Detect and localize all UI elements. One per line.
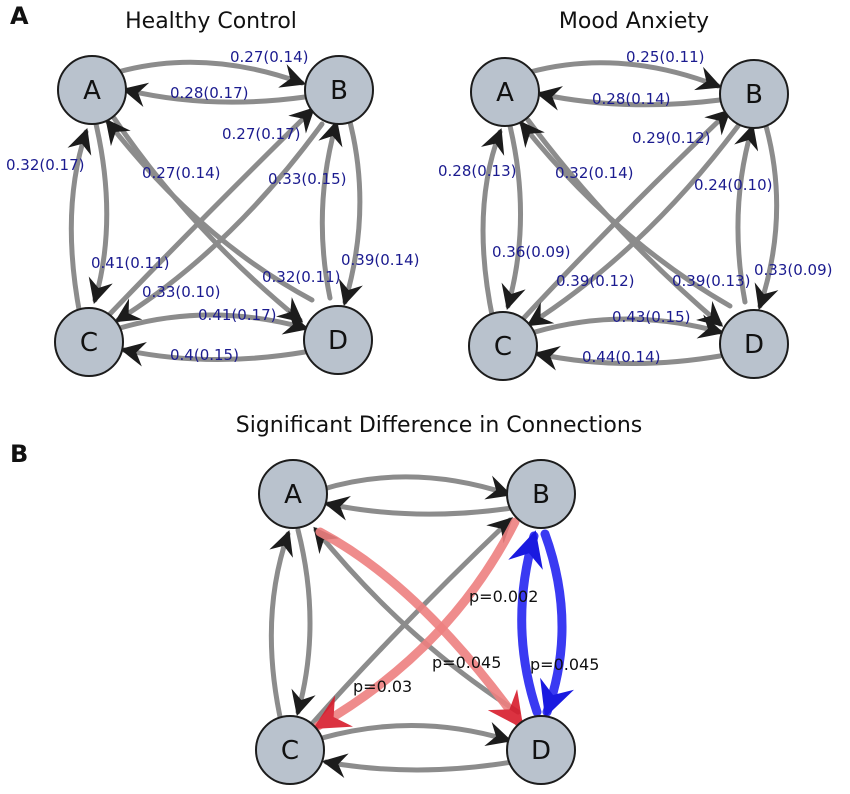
healthy-edge-d-c	[119, 342, 308, 367]
anxiety-label-a-b: 0.25(0.11)	[626, 48, 705, 66]
healthy-label-d-c: 0.4(0.15)	[170, 346, 239, 364]
diff-edge-b-d-significant	[540, 529, 575, 718]
mood-anxiety-graph: Mood Anxiety A B C D 0.25(0.11) 0.28(0.1…	[438, 9, 833, 381]
healthy-edge-c-b	[105, 107, 315, 319]
anxiety-edge-d-c	[533, 345, 723, 371]
healthy-edge-b-a	[121, 82, 308, 107]
healthy-edge-a-b	[115, 59, 306, 88]
diff-pvalue-a-d: p=0.045	[432, 653, 501, 672]
anxiety-node-c-label: C	[494, 332, 512, 362]
diff-node-c	[255, 715, 325, 785]
healthy-node-d-label: D	[328, 326, 348, 356]
anxiety-node-a	[470, 57, 540, 127]
healthy-label-c-a: 0.32(0.17)	[6, 156, 85, 174]
anxiety-node-b	[719, 59, 789, 129]
diff-node-b-label: B	[532, 480, 550, 510]
anxiety-label-d-a: 0.39(0.13)	[672, 272, 751, 290]
diff-edge-d-c	[321, 753, 515, 778]
healthy-label-b-c: 0.33(0.10)	[142, 283, 221, 301]
healthy-edge-d-b	[318, 119, 343, 301]
healthy-edge-b-c	[114, 121, 325, 323]
anxiety-edge-c-b	[519, 109, 732, 323]
difference-graph: Significant Difference in Connections A …	[236, 413, 643, 785]
anxiety-edge-a-c	[501, 123, 526, 311]
diff-edge-a-c	[291, 527, 316, 717]
anxiety-label-d-b: 0.24(0.10)	[694, 176, 773, 194]
diff-node-b	[506, 459, 576, 529]
anxiety-label-a-d: 0.32(0.14)	[555, 164, 634, 182]
healthy-edge-b-d	[338, 119, 363, 306]
healthy-control-graph: Healthy Control A B C D 0.2	[6, 9, 420, 377]
anxiety-node-b-label: B	[745, 80, 763, 110]
anxiety-label-b-a: 0.28(0.14)	[592, 90, 671, 108]
diff-node-c-label: C	[281, 736, 299, 766]
healthy-label-c-d: 0.41(0.17)	[198, 306, 277, 324]
healthy-label-a-c: 0.41(0.11)	[91, 254, 170, 272]
diff-edge-a-b	[317, 474, 512, 500]
healthy-label-b-d: 0.39(0.14)	[341, 251, 420, 269]
anxiety-edge-b-a	[535, 86, 723, 111]
anxiety-label-b-d: 0.33(0.09)	[754, 261, 833, 279]
healthy-label-a-b: 0.27(0.14)	[230, 48, 309, 66]
anxiety-node-d-label: D	[744, 330, 764, 360]
anxiety-node-a-label: A	[496, 78, 514, 108]
healthy-node-b	[304, 55, 374, 125]
healthy-label-d-b: 0.33(0.15)	[268, 170, 347, 188]
anxiety-edge-c-d	[532, 314, 725, 339]
panel-a-letter: A	[10, 2, 29, 30]
healthy-edge-c-d	[117, 310, 310, 335]
anxiety-node-c	[468, 311, 538, 381]
diff-node-d	[506, 715, 576, 785]
healthy-label-a-d: 0.27(0.14)	[142, 164, 221, 182]
anxiety-edge-c-a	[480, 128, 505, 323]
anxiety-label-b-c: 0.39(0.12)	[556, 272, 635, 290]
diff-edge-b-a	[323, 495, 515, 521]
diff-edge-c-d	[319, 722, 512, 746]
diff-pvalue-b-c: p=0.03	[353, 677, 412, 696]
healthy-node-c-label: C	[80, 328, 98, 358]
healthy-label-d-a: 0.32(0.11)	[262, 268, 341, 286]
anxiety-edge-d-a	[519, 120, 733, 309]
healthy-node-c	[54, 307, 124, 377]
diff-node-a-label: A	[284, 480, 302, 510]
healthy-edge-d-a	[105, 118, 315, 303]
anxiety-title: Mood Anxiety	[559, 9, 709, 34]
healthy-label-c-b: 0.27(0.17)	[222, 125, 301, 143]
diff-edge-a-d-significant	[315, 527, 525, 729]
anxiety-edge-b-d	[754, 123, 780, 310]
anxiety-edge-b-c	[526, 123, 741, 327]
healthy-node-a	[57, 55, 127, 125]
anxiety-edge-d-b	[734, 124, 759, 305]
diff-pvalue-d-b: p=0.002	[469, 587, 538, 606]
anxiety-edge-a-b	[527, 60, 722, 91]
anxiety-label-c-d: 0.43(0.15)	[612, 308, 691, 326]
anxiety-label-d-c: 0.44(0.14)	[582, 348, 661, 366]
healthy-node-d	[303, 305, 373, 375]
difference-title: Significant Difference in Connections	[236, 413, 643, 438]
diff-edge-d-b-significant	[508, 530, 543, 717]
healthy-title: Healthy Control	[125, 9, 297, 34]
diff-edge-b-c-significant	[312, 517, 520, 731]
anxiety-label-a-c: 0.36(0.09)	[492, 243, 571, 261]
anxiety-label-c-b: 0.29(0.12)	[632, 129, 711, 147]
diff-edge-c-a	[268, 530, 293, 729]
diff-node-a	[258, 459, 328, 529]
healthy-edge-a-c	[88, 121, 113, 305]
anxiety-label-c-a: 0.28(0.13)	[438, 162, 517, 180]
healthy-edge-c-a	[67, 128, 92, 318]
panel-b-letter: B	[10, 440, 28, 468]
healthy-node-b-label: B	[330, 76, 348, 106]
diff-node-d-label: D	[531, 736, 551, 766]
anxiety-node-d	[719, 309, 789, 379]
healthy-label-b-a: 0.28(0.17)	[170, 84, 249, 102]
healthy-node-a-label: A	[83, 76, 101, 106]
diff-pvalue-b-d: p=0.045	[530, 655, 599, 674]
